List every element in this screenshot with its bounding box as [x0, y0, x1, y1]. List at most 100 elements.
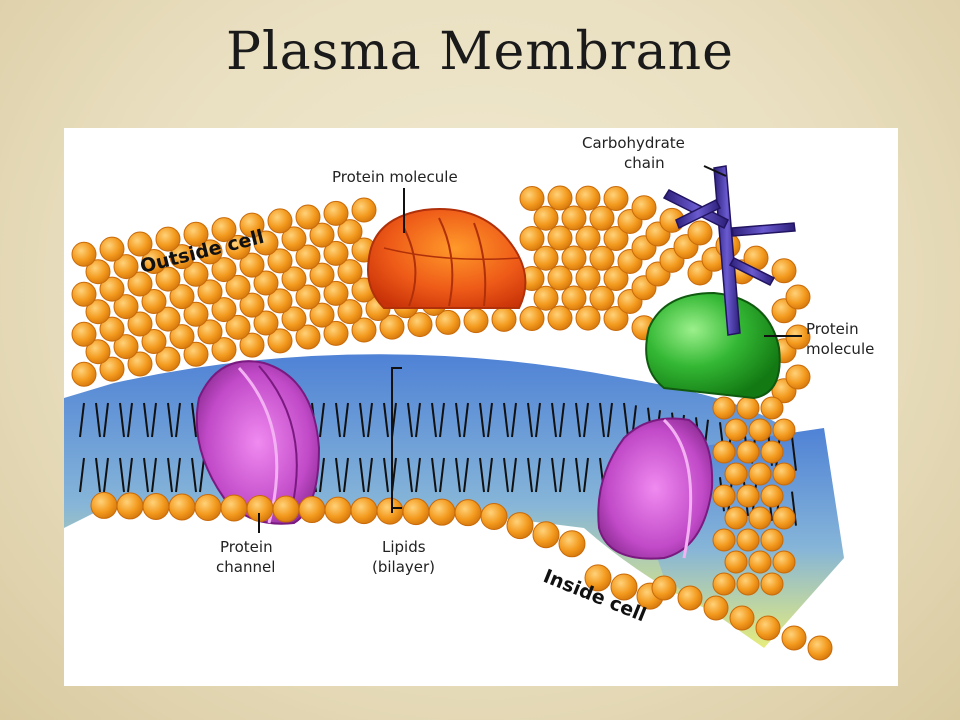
phospholipid-head — [589, 285, 615, 311]
phospholipid-head — [547, 265, 573, 291]
lipid-tail — [599, 402, 605, 438]
protein-right-lower — [597, 417, 714, 560]
lipid-tail — [487, 402, 493, 438]
lipid-tail — [431, 402, 437, 438]
lipid-tail — [583, 402, 589, 438]
phospholipid-head — [712, 528, 736, 552]
phospholipid-head — [724, 550, 748, 574]
lipid-tail — [791, 436, 797, 471]
lipid-tail — [463, 402, 469, 438]
lipid-tail — [167, 402, 173, 438]
lipid-tail — [119, 457, 125, 493]
phospholipid-head — [755, 615, 781, 641]
phospholipid-head — [211, 297, 237, 323]
phospholipid-head — [239, 212, 265, 238]
phospholipid-head — [760, 484, 784, 508]
phospholipid-head — [677, 585, 703, 611]
membrane-diagram: Outside cell Inside cell Protein molecul… — [64, 128, 898, 686]
phospholipid-head — [603, 266, 629, 292]
label-protein-right-1: Protein — [806, 320, 859, 338]
phospholipid-head — [253, 310, 279, 336]
phospholipid-head — [169, 244, 195, 270]
carbohydrate-chain — [662, 165, 796, 336]
phospholipid-head — [183, 261, 209, 287]
phospholipid-head — [428, 498, 456, 526]
phospholipid-head — [85, 339, 111, 365]
label-chain: chain — [624, 154, 665, 172]
phospholipid-head — [99, 236, 125, 262]
phospholipid-head — [113, 294, 139, 320]
phospholipid-head — [295, 284, 321, 310]
phospholipid-head — [724, 506, 748, 530]
phospholipid-head — [183, 301, 209, 327]
phospholipid-head — [558, 530, 586, 558]
lipid-tail — [535, 457, 541, 493]
lipid-tail — [119, 402, 125, 438]
lipid-tail — [359, 457, 365, 493]
phospholipid-head — [295, 204, 321, 230]
lipid-tail — [439, 457, 445, 493]
phospholipid-head — [168, 493, 196, 521]
phospholipid-head — [631, 195, 657, 221]
phospholipid-head — [407, 312, 433, 338]
phospholipid-head — [71, 281, 97, 307]
phospholipid-head — [547, 185, 573, 211]
phospholipid-head — [116, 492, 144, 520]
lipid-tail — [415, 457, 421, 493]
lipid-tail — [175, 457, 181, 493]
phospholipid-head — [575, 185, 601, 211]
label-lipids-2: (bilayer) — [372, 558, 435, 576]
phospholipid-head — [547, 225, 573, 251]
phospholipid-head — [211, 337, 237, 363]
phospholipid-head — [71, 321, 97, 347]
phospholipid-head — [309, 302, 335, 328]
phospholipid-head — [506, 512, 534, 540]
phospholipid-head — [155, 346, 181, 372]
lipid-tail — [359, 402, 365, 438]
phospholipid-head — [267, 208, 293, 234]
phospholipid-head — [575, 225, 601, 251]
phospholipid-head — [323, 240, 349, 266]
phospholipid-head — [532, 521, 560, 549]
phospholipid-head — [337, 299, 363, 325]
phospholipid-head — [99, 276, 125, 302]
lipid-tail — [559, 402, 565, 438]
label-protein-channel-1: Protein — [220, 538, 273, 556]
phospholipid-head — [309, 262, 335, 288]
lipid-tail — [623, 402, 629, 438]
phospholipid-head — [781, 625, 807, 651]
phospholipid-head — [253, 270, 279, 296]
phospholipid-head — [519, 225, 545, 251]
outer-leaflet-heads — [71, 185, 811, 596]
phospholipid-head — [85, 299, 111, 325]
lipid-tail — [103, 457, 109, 493]
phospholipid-head — [351, 317, 377, 343]
lipid-tail — [127, 457, 133, 493]
phospholipid-head — [712, 484, 736, 508]
phospholipid-head — [807, 635, 833, 661]
phospholipid-head — [225, 234, 251, 260]
phospholipid-head — [281, 306, 307, 332]
phospholipid-head — [141, 329, 167, 355]
phospholipid-head — [127, 231, 153, 257]
lipid-tail — [455, 457, 461, 493]
phospholipid-head — [281, 226, 307, 252]
phospholipid-head — [295, 244, 321, 270]
lipid-tail — [511, 402, 517, 438]
phospholipid-head — [712, 572, 736, 596]
lipid-tail — [407, 402, 413, 438]
phospholipid-head — [748, 462, 772, 486]
phospholipid-head — [155, 266, 181, 292]
phospholipid-head — [402, 498, 430, 526]
phospholipid-head — [113, 254, 139, 280]
lipid-tail — [335, 402, 341, 438]
phospholipid-head — [376, 497, 404, 525]
phospholipid-head — [772, 462, 796, 486]
lipid-tail — [175, 402, 181, 438]
phospholipid-head — [127, 311, 153, 337]
phospholipid-head — [533, 245, 559, 271]
lipid-tail — [103, 402, 109, 438]
phospholipid-head — [113, 334, 139, 360]
lipid-tail — [535, 402, 541, 438]
protein-molecule-green — [645, 291, 781, 400]
